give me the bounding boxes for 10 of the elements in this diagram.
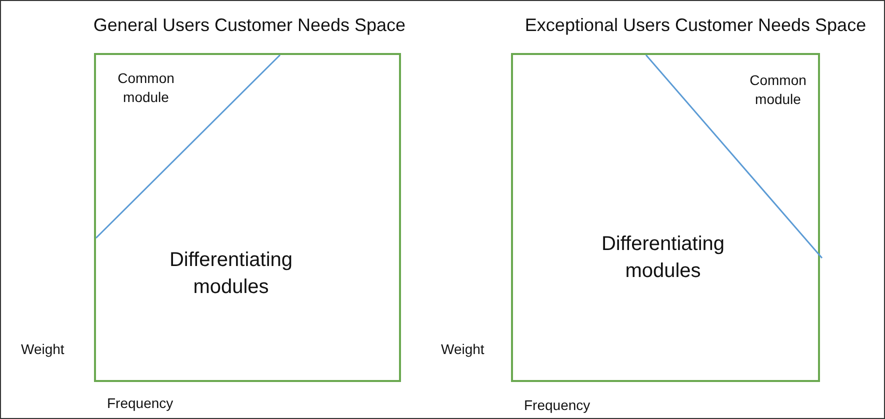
region-label: Common module bbox=[101, 69, 191, 107]
axis-label: Weight bbox=[21, 341, 64, 357]
axis-label: Frequency bbox=[107, 395, 174, 411]
region-label: Differentiating modules bbox=[578, 231, 748, 285]
axis-label: Frequency bbox=[524, 397, 590, 413]
section-heading: Exceptional Users Customer Needs Space bbox=[524, 15, 868, 36]
axis-label: Weight bbox=[441, 341, 484, 357]
region-label: Differentiating modules bbox=[151, 247, 311, 301]
region-label: Common module bbox=[738, 71, 818, 109]
section-heading: General Users Customer Needs Space bbox=[92, 15, 407, 36]
